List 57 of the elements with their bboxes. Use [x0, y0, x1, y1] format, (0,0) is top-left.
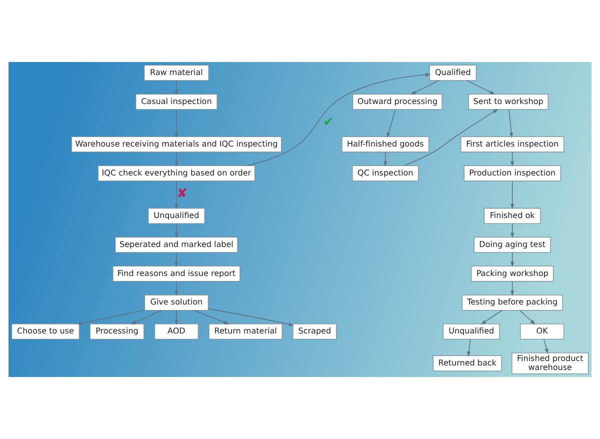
arrow [174, 252, 178, 267]
node-box: Give solution [144, 294, 209, 311]
arrow [544, 339, 548, 354]
arrow [174, 109, 178, 138]
node-box: Sent to workshop [468, 94, 548, 110]
node-box: QC inspection [352, 165, 419, 182]
arrow [130, 310, 162, 324]
node-box: Casual inspection [136, 94, 218, 110]
arrow [480, 310, 502, 324]
arrow [193, 310, 230, 324]
arrow [510, 281, 514, 296]
node-box: Unqualified [148, 208, 205, 224]
node-box: AOD [154, 324, 198, 340]
node-box: Returned back [432, 355, 502, 372]
arrow [174, 281, 178, 296]
node-box: Raw material [144, 64, 209, 81]
node-box: Qualified [429, 64, 476, 81]
node-box: Seperated and marked label [115, 236, 238, 253]
arrow [510, 152, 514, 167]
node-box: Packing workshop [471, 266, 554, 282]
arrow [519, 310, 536, 325]
node-box: Processing [90, 324, 144, 340]
node-box: Warehouse receiving materials and IQC inspecting [71, 136, 282, 152]
node-box: IQC check everything based on order [98, 165, 256, 182]
arrow [174, 223, 178, 238]
arrow [384, 152, 388, 167]
arrow [174, 180, 178, 210]
edge-label: ✔ [322, 115, 334, 130]
node-box: Find reasons and issue report [112, 266, 240, 282]
arrow [410, 80, 440, 95]
node-box: Testing before packing [462, 294, 563, 311]
node-box: Unqualified [442, 324, 500, 340]
node-box: Finished ok [484, 208, 541, 224]
edge-label: ✘ [176, 186, 188, 202]
arrow [510, 180, 514, 210]
node-box: Finished product warehouse [512, 352, 589, 374]
arrow [508, 109, 514, 138]
arrow [174, 80, 178, 96]
arrow [174, 310, 178, 325]
arrow [466, 80, 496, 95]
node-box: Production inspection [464, 165, 561, 182]
arrow [466, 339, 471, 357]
node-box: OK [520, 324, 564, 340]
arrow [404, 108, 498, 166]
node-box: Scraped [292, 324, 337, 340]
node-box: Choose to use [11, 324, 80, 340]
node-box: Return material [208, 324, 282, 340]
node-box: Doing aging test [474, 236, 551, 253]
arrow [208, 308, 294, 326]
arrow [174, 152, 178, 167]
arrow [510, 223, 514, 238]
arrow [510, 252, 514, 267]
node-box: Half-finished goods [342, 136, 430, 152]
node-box: Outward processing [352, 94, 442, 110]
arrow [77, 310, 145, 325]
arrow [386, 109, 396, 138]
node-box: First articles inspection [460, 136, 564, 152]
